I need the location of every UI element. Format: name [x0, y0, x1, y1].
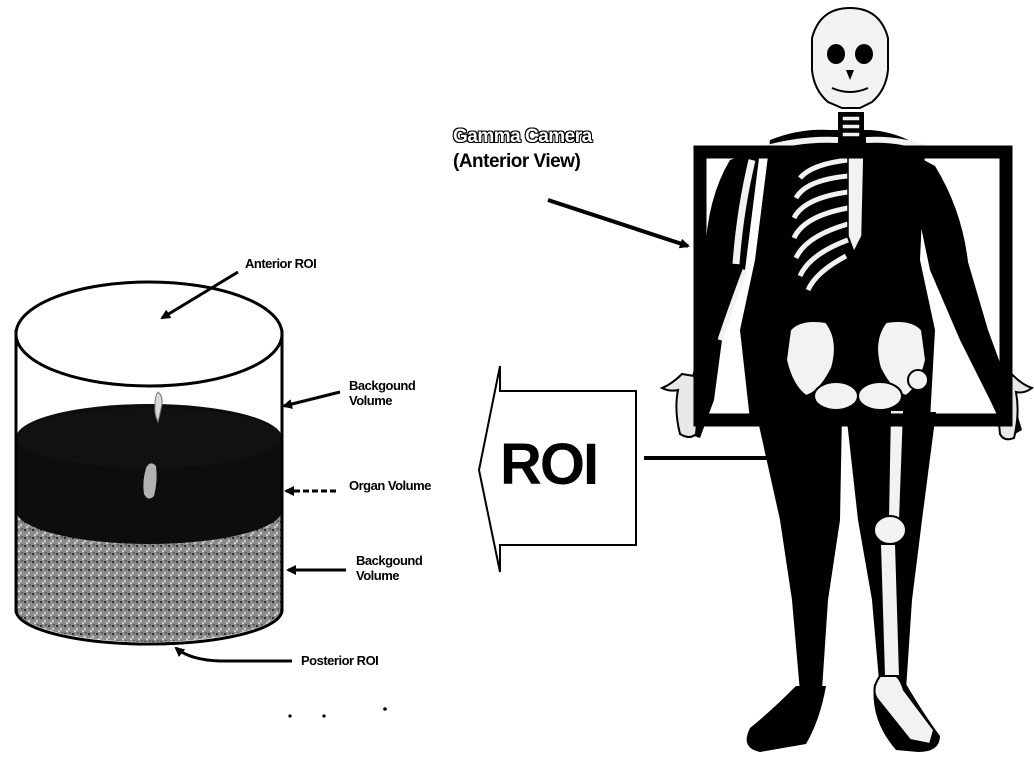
background-top-arrow	[284, 392, 340, 406]
roi-arrow-label: ROI	[500, 431, 597, 498]
background-volume-bottom-line2: Volume	[356, 568, 422, 583]
background-volume-top-line1: Backgound	[349, 378, 415, 393]
background-volume-top-label: Backgound Volume	[349, 378, 415, 408]
background-volume-bottom-label: Backgound Volume	[356, 553, 422, 583]
posterior-roi-label: Posterior ROI	[301, 653, 378, 668]
left-leg	[756, 412, 842, 692]
cylinder-top	[16, 282, 282, 386]
cylinder-phantom	[16, 282, 282, 644]
camera-arrow	[548, 200, 688, 246]
background-volume-top-line2: Volume	[349, 393, 415, 408]
anterior-roi-label: Anterior ROI	[245, 256, 316, 271]
anterior-view-label: (Anterior View)	[453, 151, 580, 173]
posterior-roi-arrow	[176, 648, 292, 661]
human-figure	[662, 8, 1032, 752]
organ-volume-label: Organ Volume	[349, 478, 431, 493]
background-volume-bottom-line1: Backgound	[356, 553, 422, 568]
gamma-camera-title: Gamma Camera	[453, 126, 592, 148]
skull	[812, 8, 888, 108]
left-foot	[747, 686, 826, 752]
